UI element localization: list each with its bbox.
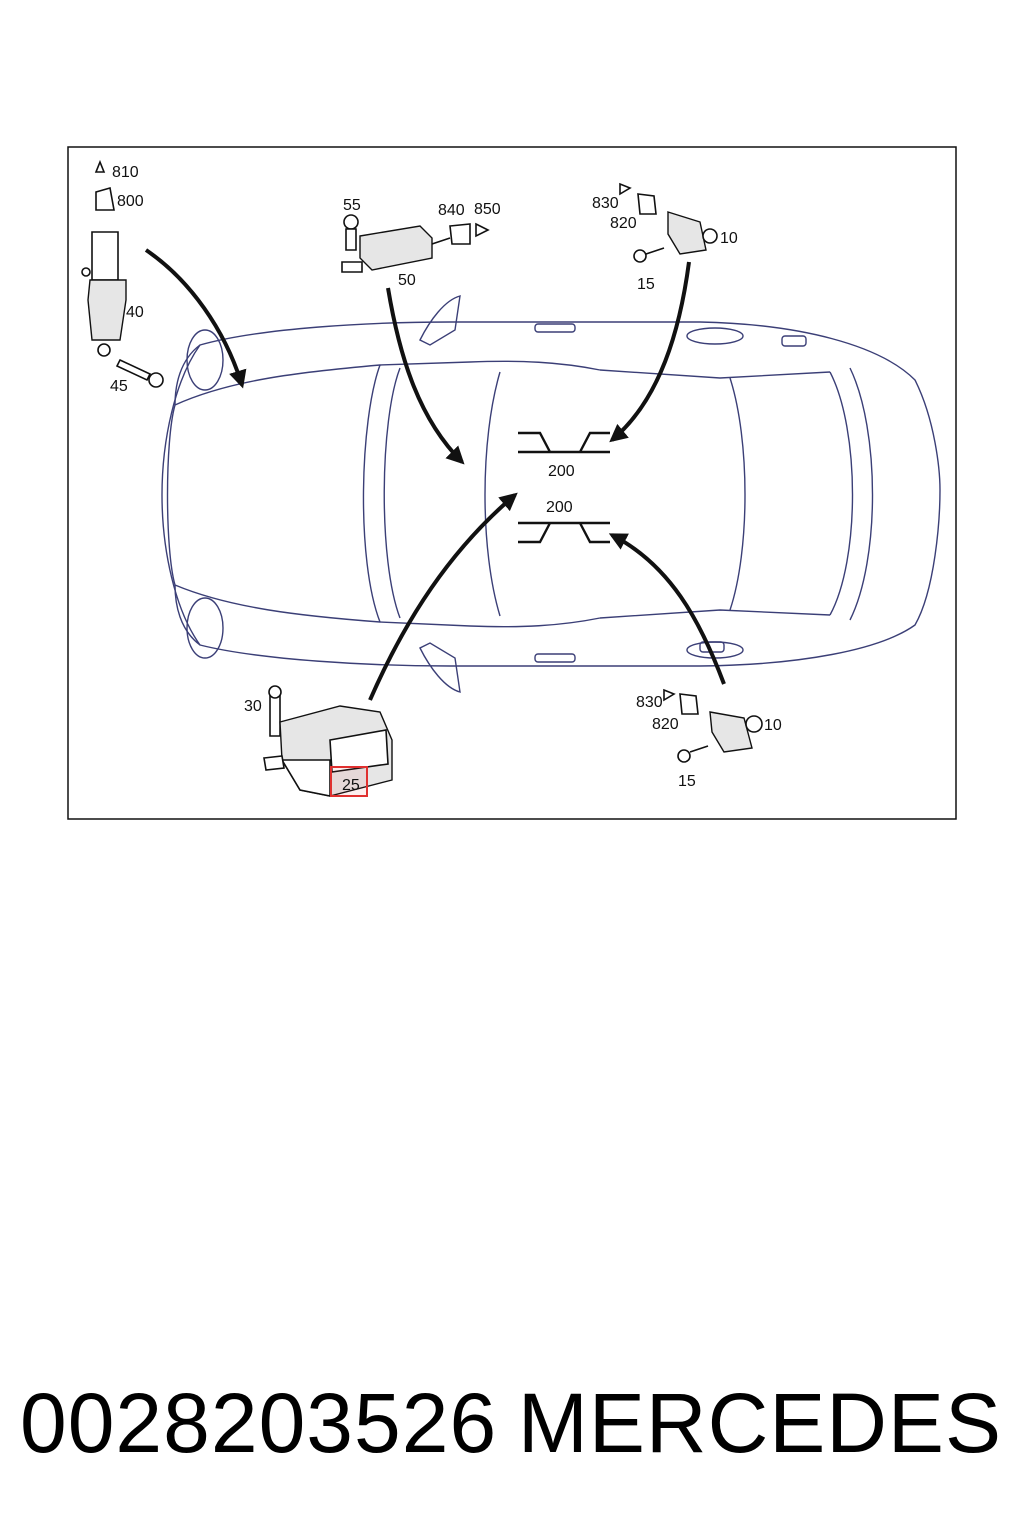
connector-symbol-upper — [518, 431, 610, 454]
arrow-side-top-to-symbol — [609, 261, 691, 443]
label-30: 30 — [244, 698, 262, 715]
brand-name: MERCEDES — [517, 1376, 1002, 1470]
label-40: 40 — [126, 304, 144, 321]
arrow-control-unit-to-symbol — [368, 492, 518, 701]
label-10-top: 10 — [720, 230, 738, 247]
label-200-lower: 200 — [546, 499, 573, 516]
caption: 0028203526 MERCEDES — [0, 1368, 1024, 1478]
label-830-bottom: 830 — [636, 694, 663, 711]
label-820-top: 820 — [610, 215, 637, 232]
label-55: 55 — [343, 197, 361, 214]
front-sensor-50 — [341, 214, 490, 273]
label-15-bottom: 15 — [678, 773, 696, 790]
arrow-side-bottom-to-symbol — [608, 533, 726, 685]
highlight-box-25 — [330, 766, 368, 797]
label-200-upper: 200 — [548, 463, 575, 480]
label-25: 25 — [342, 777, 360, 794]
diagram-frame — [67, 146, 957, 820]
label-10-bottom: 10 — [764, 717, 782, 734]
part-number: 0028203526 — [20, 1376, 498, 1470]
label-50: 50 — [398, 272, 416, 289]
front-sensor-40 — [81, 159, 127, 357]
label-850: 850 — [474, 201, 501, 218]
arrow-front-left-to-car — [144, 248, 247, 389]
bolt-45 — [115, 358, 164, 388]
label-840: 840 — [438, 202, 465, 219]
label-45: 45 — [110, 378, 128, 395]
side-sensor-10-top — [619, 182, 718, 263]
car-outline — [161, 295, 941, 693]
side-sensor-10-bottom — [663, 688, 763, 763]
arrow-front-center-to-symbol — [386, 287, 465, 465]
label-15-top: 15 — [637, 276, 655, 293]
label-820-bottom: 820 — [652, 716, 679, 733]
label-800: 800 — [117, 193, 144, 210]
connector-symbol-lower — [518, 521, 610, 544]
airbag-control-unit-25 — [263, 685, 393, 797]
label-830-top: 830 — [592, 195, 619, 212]
label-810: 810 — [112, 164, 139, 181]
